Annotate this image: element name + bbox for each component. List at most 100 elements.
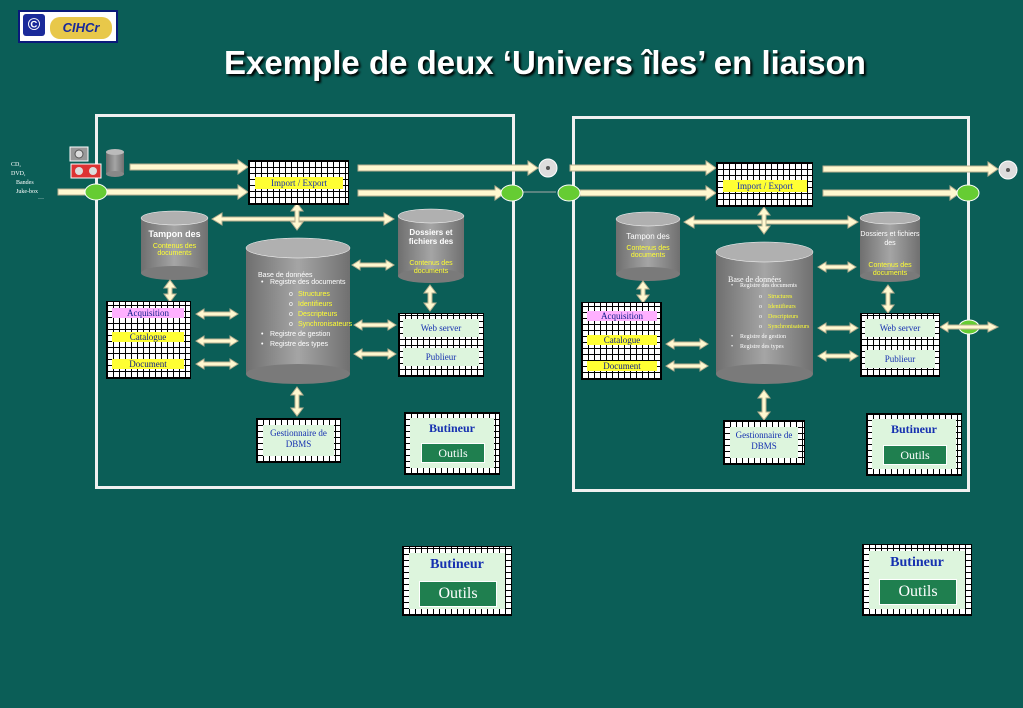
dossiers-title-left: Dossiers et fichiers des: [408, 228, 454, 246]
db-registre-gestion-right: Registre de gestion: [731, 334, 814, 341]
db-descripteurs-left: Descripteurs: [289, 311, 350, 318]
outils-button-bottom-left[interactable]: Outils: [419, 581, 497, 607]
arrow-db-pub-left: [353, 348, 397, 360]
tape-icon: [70, 163, 102, 179]
univers-ile-left-panel: [95, 114, 515, 489]
tampon-cylinder-left-icon: [140, 210, 209, 280]
green-node-left-icon: [84, 183, 108, 201]
web-server-label-right[interactable]: Web server: [865, 319, 935, 337]
web-server-label-left[interactable]: Web server: [403, 319, 479, 337]
arrow-import-to-disc-mid: [357, 160, 539, 176]
media-label-bandes: Bandes: [16, 180, 34, 186]
disc-icon: [69, 146, 89, 162]
arrow-db-dossiers-right: [817, 261, 857, 273]
db-title-left: Base de données: [258, 272, 313, 279]
db-registre-types-right: Registre des types: [731, 344, 814, 351]
gestionnaire-box-right[interactable]: Gestionnaire de DBMS: [723, 420, 805, 465]
arrow-db-web-left: [353, 319, 397, 331]
database-cylinder-right-icon: [715, 241, 814, 384]
import-export-box-right[interactable]: Import / Export: [716, 162, 813, 207]
db-synchronisateurs-left: Synchronisateurs: [289, 321, 352, 328]
db-registre-gestion-left: Registre de gestion: [261, 331, 350, 338]
arrow-tampon-dossiers-left: [211, 212, 395, 226]
butineur-label-right: Butineur: [890, 422, 937, 436]
arrow-db-web-right: [817, 322, 859, 334]
arrow-cat-db-right: [665, 338, 709, 350]
db-registre-docs-right: Registre des documents: [731, 283, 814, 290]
arrow-doc-db-right: [665, 360, 709, 372]
arrow-media-to-import-left: [129, 159, 249, 175]
arrow-cat-db-left: [195, 335, 239, 347]
db-identifieurs-left: Identifieurs: [289, 301, 350, 308]
arrow-db-gest-left: [290, 386, 304, 417]
import-export-label-left: Import / Export: [255, 177, 343, 189]
acquisition-label-left[interactable]: Acquisition: [112, 308, 184, 318]
dossiers-sub-left: Contenus des documents: [409, 260, 453, 275]
butineur-box-left[interactable]: Butineur Outils: [404, 412, 500, 475]
import-export-label-right: Import / Export: [723, 180, 807, 192]
db-structures-right: Structures: [759, 294, 814, 301]
jukebox-cylinder-icon: [106, 149, 124, 177]
db-registre-types-left: Registre des types: [261, 341, 350, 348]
univers-ile-right-panel: [572, 116, 970, 492]
dossiers-title-right: Dossiers et fichiers des: [860, 231, 920, 247]
butineur-box-bottom-left[interactable]: Butineur Outils: [402, 546, 512, 616]
acq-cat-doc-group-right: Acquisition Catalogue Document: [581, 302, 662, 380]
dossiers-cylinder-left-icon: [397, 208, 465, 283]
arrow-import-left-to-node: [357, 185, 506, 201]
document-label-left[interactable]: Document: [112, 359, 184, 369]
db-structures-left: Structures: [289, 291, 350, 298]
db-synchronisateurs-right: Synchronisateurs: [759, 324, 814, 331]
arrow-dossiers-web-left: [423, 284, 437, 312]
publieur-label-left[interactable]: Publieur: [403, 348, 479, 366]
logo-wordmark: CIHCr: [50, 17, 112, 39]
publieur-label-right[interactable]: Publieur: [865, 350, 935, 368]
gestionnaire-box-left[interactable]: Gestionnaire de DBMS: [256, 418, 341, 463]
arrow-acq-db-left: [195, 308, 239, 320]
tampon-title-left: Tampon des: [148, 229, 201, 239]
catalogue-label-right[interactable]: Catalogue: [587, 335, 657, 345]
arrow-db-dossiers-left: [351, 259, 395, 271]
arrow-node-to-import-right: [579, 185, 717, 201]
media-label-jukebox: Juke-box: [16, 189, 38, 195]
outils-button-right[interactable]: Outils: [883, 445, 947, 465]
db-title-right: Base de données: [728, 275, 782, 284]
arrow-tampon-dossiers-right: [683, 215, 859, 229]
arrow-db-pub-right: [817, 350, 859, 362]
green-node-mid-left-icon: [500, 184, 524, 202]
green-node-mid-right-icon: [557, 184, 581, 202]
arrow-disc-to-import-right: [569, 160, 717, 176]
butineur-box-right[interactable]: Butineur Outils: [866, 413, 962, 476]
arrow-import-db-right: [757, 206, 771, 235]
media-label-ellipsis: …: [38, 195, 44, 201]
tampon-sub-left: Contenus des documents: [152, 243, 197, 257]
acquisition-label-right[interactable]: Acquisition: [587, 311, 657, 321]
web-pub-group-right: Web server Publieur: [860, 313, 940, 377]
media-label-dvd: DVD,: [11, 171, 26, 177]
catalogue-label-left[interactable]: Catalogue: [112, 332, 184, 342]
outils-button-bottom-right[interactable]: Outils: [879, 579, 957, 605]
gestionnaire-label-left: Gestionnaire de DBMS: [263, 425, 334, 456]
database-contents-right: Base de données Registre des documents S…: [728, 275, 814, 352]
media-label-cd: CD,: [11, 162, 21, 168]
disc-node-right-icon: [998, 160, 1018, 180]
gestionnaire-label-right: Gestionnaire de DBMS: [730, 427, 798, 458]
import-export-box-left[interactable]: Import / Export: [248, 160, 349, 205]
tampon-cylinder-right-icon: [615, 211, 681, 281]
dossiers-sub-right: Contenus des documents: [868, 262, 912, 277]
tampon-title-right: Tampon des: [626, 232, 670, 241]
dossiers-cylinder-right-icon: [859, 211, 921, 282]
butineur-label-left: Butineur: [428, 421, 475, 435]
web-pub-group-left: Web server Publieur: [398, 313, 484, 377]
document-label-right[interactable]: Document: [587, 361, 657, 371]
page-title: Exemple de deux ‘Univers îles’ en liaiso…: [224, 44, 866, 81]
arrow-doc-db-left: [195, 358, 239, 370]
butineur-box-bottom-right[interactable]: Butineur Outils: [862, 544, 972, 616]
green-node-right-icon: [956, 184, 980, 202]
arrow-tampon-acq-right: [636, 280, 650, 304]
tampon-sub-right: Contenus des documents: [626, 245, 670, 259]
arrow-tampon-acq-left: [163, 279, 177, 303]
database-cylinder-left-icon: [245, 237, 351, 384]
outils-button-left[interactable]: Outils: [421, 443, 485, 463]
